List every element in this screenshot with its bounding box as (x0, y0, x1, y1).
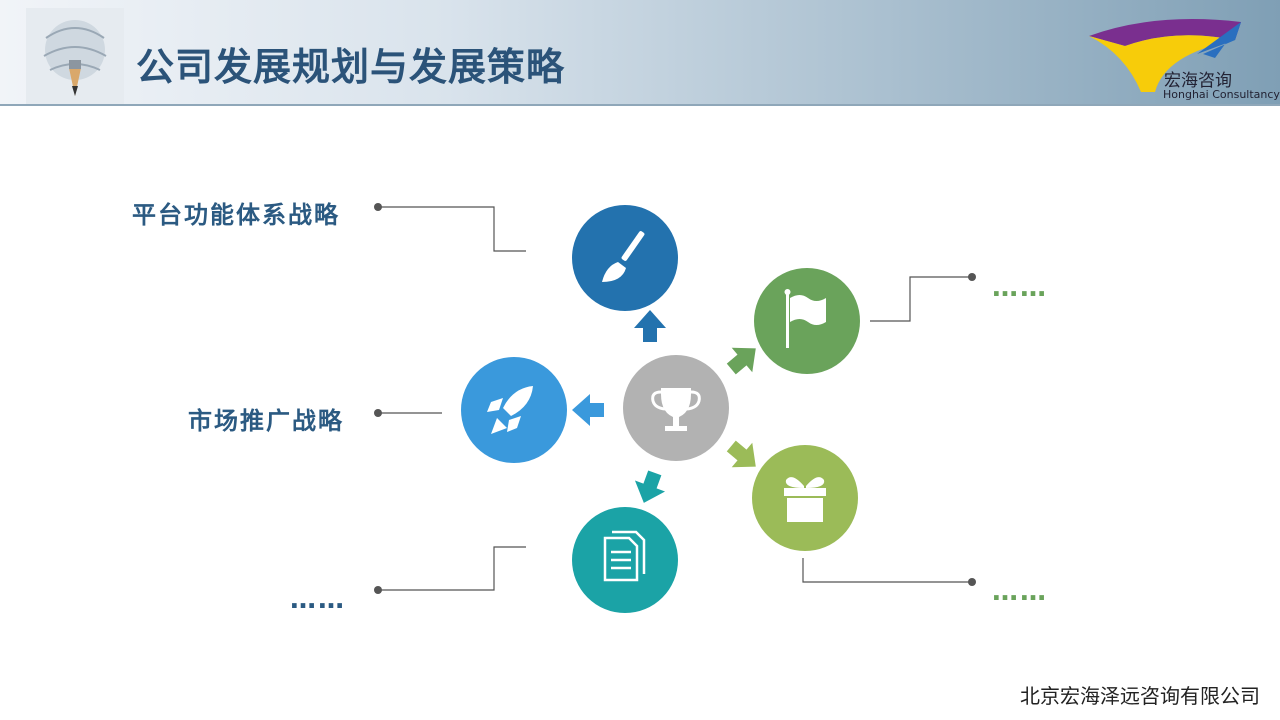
flag-icon (784, 289, 826, 348)
gift-icon (784, 477, 826, 522)
header-banner (0, 0, 1280, 106)
connector-top-right (870, 276, 972, 322)
arrow-down-icon (634, 470, 666, 503)
connector-dot-bottom-right (968, 578, 976, 586)
logo-english-name: Honghai Consultancy (1163, 88, 1280, 101)
connector-bottom-left (378, 546, 526, 591)
honghai-logo-icon (1089, 19, 1241, 92)
label-platform-strategy: 平台功能体系战略 (132, 201, 340, 229)
arrow-left-icon (572, 394, 604, 426)
rocket-icon (487, 386, 533, 434)
label-bottom-right-ellipsis: …… (992, 577, 1048, 607)
node-upper-right (754, 268, 860, 374)
arrow-up-icon (634, 310, 666, 342)
sketch-thumbnail-icon (26, 8, 124, 104)
footer-company-name: 北京宏海泽远咨询有限公司 (1020, 684, 1260, 708)
node-lower-right (752, 445, 858, 551)
page-title: 公司发展规划与发展策略 (136, 45, 566, 89)
label-bottom-left-ellipsis: …… (290, 585, 346, 615)
arrow-upper-right-icon (726, 347, 756, 375)
label-marketing-strategy: 市场推广战略 (188, 407, 344, 435)
connector-dot-mid-left (374, 409, 382, 417)
connector-dot-top-right (968, 273, 976, 281)
label-top-right-ellipsis: …… (992, 273, 1048, 303)
header-divider (0, 104, 1280, 106)
trophy-icon (651, 388, 701, 431)
center-node (623, 355, 729, 461)
paintbrush-icon (602, 231, 645, 282)
connector-dot-bottom-left (374, 586, 382, 594)
node-bottom (572, 507, 678, 613)
node-marketing-strategy (461, 357, 567, 463)
arrow-lower-right-icon (726, 440, 756, 468)
node-platform-strategy (572, 205, 678, 311)
document-icon (603, 530, 646, 582)
logo-chinese-name: 宏海咨询 (1164, 71, 1232, 91)
connector-dot-top-left (374, 203, 382, 211)
connector-bottom-right (802, 558, 972, 583)
connector-top-left (378, 206, 526, 252)
